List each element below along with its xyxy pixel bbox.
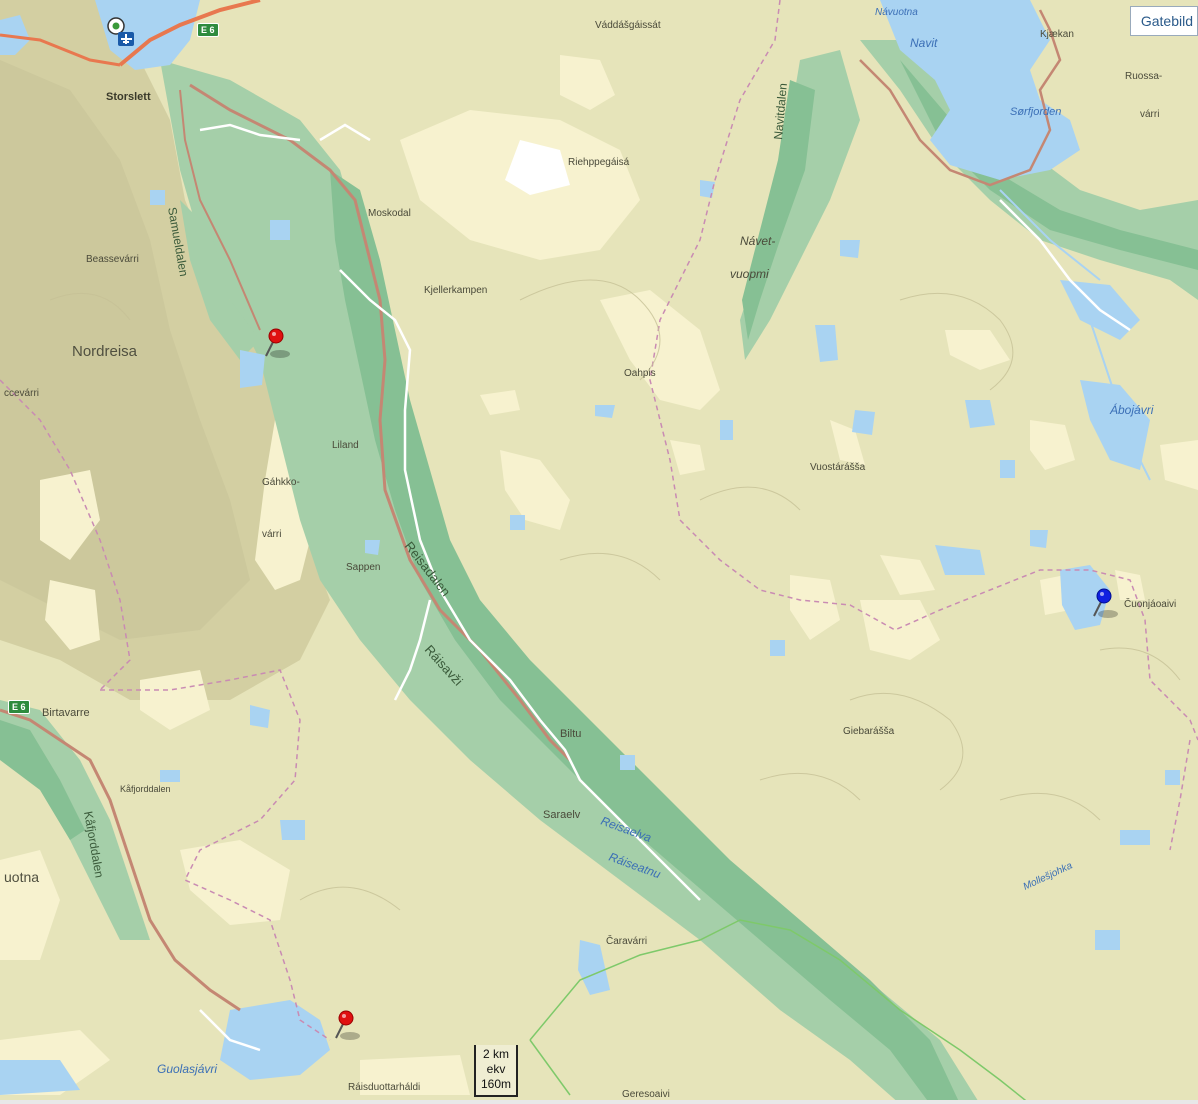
label-nordreisa: Nordreisa xyxy=(72,343,138,360)
scale-ekv: ekv xyxy=(486,1062,506,1076)
label-kjaekan: Kjækan xyxy=(1040,29,1074,40)
roads-minor xyxy=(199,123,1131,1052)
blue-pushpin-icon[interactable] xyxy=(1090,588,1120,628)
label-navuotna: Návuotna xyxy=(875,7,918,18)
red-pushpin-icon[interactable] xyxy=(262,328,292,368)
label-guolasjavri: Guolasjávri xyxy=(157,1062,217,1076)
airport-icon[interactable] xyxy=(104,16,136,48)
label-cuonjaoaivi: Čuonjáoaivi xyxy=(1124,597,1176,610)
scale-bar: 2 km ekv 160m xyxy=(474,1045,518,1097)
label-raisduottarhaldi: Ráisduottarháldi xyxy=(348,1082,420,1093)
label-liland: Liland xyxy=(332,440,359,451)
label-biltu: Biltu xyxy=(560,728,581,740)
border-line xyxy=(529,919,1031,1104)
label-caravarri: Čaravárri xyxy=(606,934,647,947)
label-saraelv: Saraelv xyxy=(543,809,581,821)
trails xyxy=(0,0,1198,1041)
scale-distance: 2 km xyxy=(482,1047,509,1061)
label-kafjorddalen-small: Kåfjorddalen xyxy=(120,784,171,794)
valley-green xyxy=(0,60,1198,1104)
label-gahkko: Gáhkko- xyxy=(262,477,300,488)
label-oahpis: Oahpis xyxy=(624,368,656,379)
label-sappen: Sappen xyxy=(346,562,380,573)
red-pushpin-icon[interactable] xyxy=(332,1010,362,1050)
label-riehppegaisa: Riehppegáisá xyxy=(568,157,630,168)
map-bottom-edge xyxy=(0,1100,1198,1104)
label-gahkko-varri: várri xyxy=(262,529,281,540)
roads-main xyxy=(0,0,1062,1012)
label-abojavri: Ábojávri xyxy=(1109,402,1154,417)
label-vaddasgaissat: Váddášgáissát xyxy=(595,20,661,31)
border-line-west xyxy=(529,1039,571,1096)
label-birtavarre: Birtavarre xyxy=(42,707,90,719)
label-ruossa-varri: várri xyxy=(1140,109,1159,120)
contour-lines xyxy=(49,279,1181,911)
label-ccevarri: ccevárri xyxy=(4,388,39,399)
rivers xyxy=(999,189,1151,481)
label-navit: Navit xyxy=(910,36,938,50)
label-geresoaivi: Geresoaivi xyxy=(622,1089,670,1100)
road-shield-e6-north: E 6 xyxy=(197,23,219,37)
label-giebarassa: Giebarášša xyxy=(843,726,895,737)
scale-contour: 160m xyxy=(480,1077,512,1091)
label-vuostarassa: Vuostárášša xyxy=(810,462,866,473)
road-shield-e6-west: E 6 xyxy=(8,700,30,714)
label-uotna: uotna xyxy=(4,869,39,885)
label-sorfjorden: Sørfjorden xyxy=(1010,106,1061,118)
label-navitdalen: Navitdalen xyxy=(771,83,790,141)
label-moskodal: Moskodal xyxy=(368,208,411,219)
layer-toggle-button[interactable]: Gatebild xyxy=(1129,6,1198,36)
label-kjellerkampen: Kjellerkampen xyxy=(424,285,487,296)
label-navet: Návet- xyxy=(740,234,775,248)
label-ruossa: Ruossa- xyxy=(1125,71,1162,82)
label-beassevarri: Beassevárri xyxy=(86,254,139,265)
water-bodies xyxy=(0,0,1180,1095)
highland-patches xyxy=(0,55,1198,1095)
label-storslett: Storslett xyxy=(106,91,151,103)
label-vuopmi: vuopmi xyxy=(730,267,769,281)
